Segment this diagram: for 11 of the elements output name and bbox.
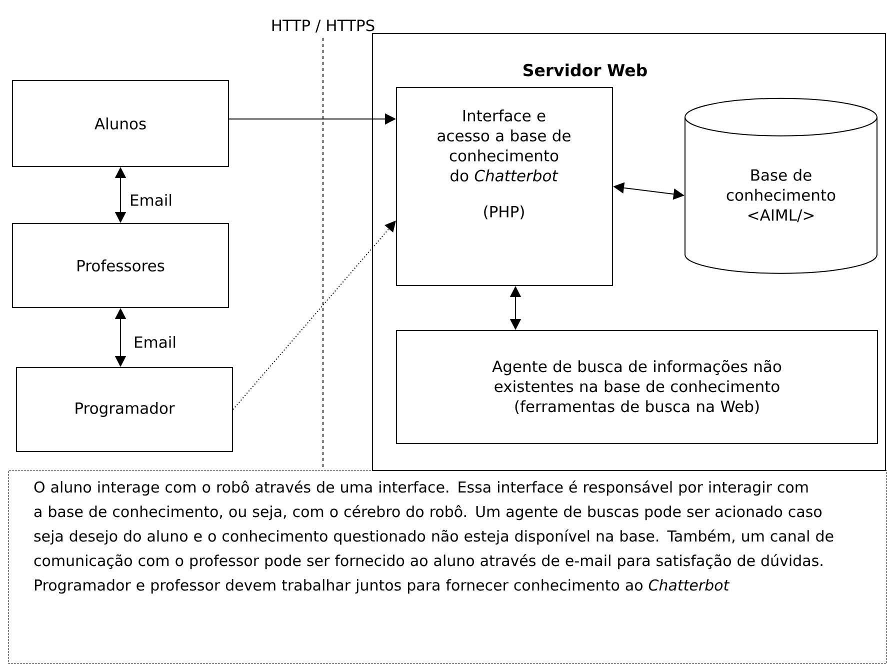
actor-box: Alunos	[12, 80, 229, 167]
actor-box: Professores	[12, 223, 229, 308]
interface-box: Interface e acesso a base de conhecimento do Chatterbot (PHP)	[396, 87, 613, 286]
actor-box: Programador	[16, 367, 233, 452]
note-box: O aluno interage com o robô através de uma interface. Essa interface é responsável por interagir com a base de conhecimento, ou seja, com o cérebro do robô. Um agente de buscas pode ser acionado caso seja desejo do aluno e o conhecimento questionado não esteja disponível na base. Também, um canal de comunicação com o professor pode ser fornecido ao aluno através de e-mail para satisfação de dúvidas. Programador e professor devem trabalhar juntos para fornecer conhecimento ao Chatterbot	[8, 470, 887, 664]
arrow	[232, 220, 396, 410]
database-cylinder: Base de conhecimento <AIML/>	[684, 98, 878, 274]
agent-box: Agente de busca de informações não existentes na base de conhecimento (ferramentas de busca na Web)	[396, 330, 878, 444]
edge-label: Email	[132, 335, 178, 349]
protocol-label: HTTP / HTTPS	[272, 20, 374, 32]
edge-label: Email	[128, 193, 174, 207]
